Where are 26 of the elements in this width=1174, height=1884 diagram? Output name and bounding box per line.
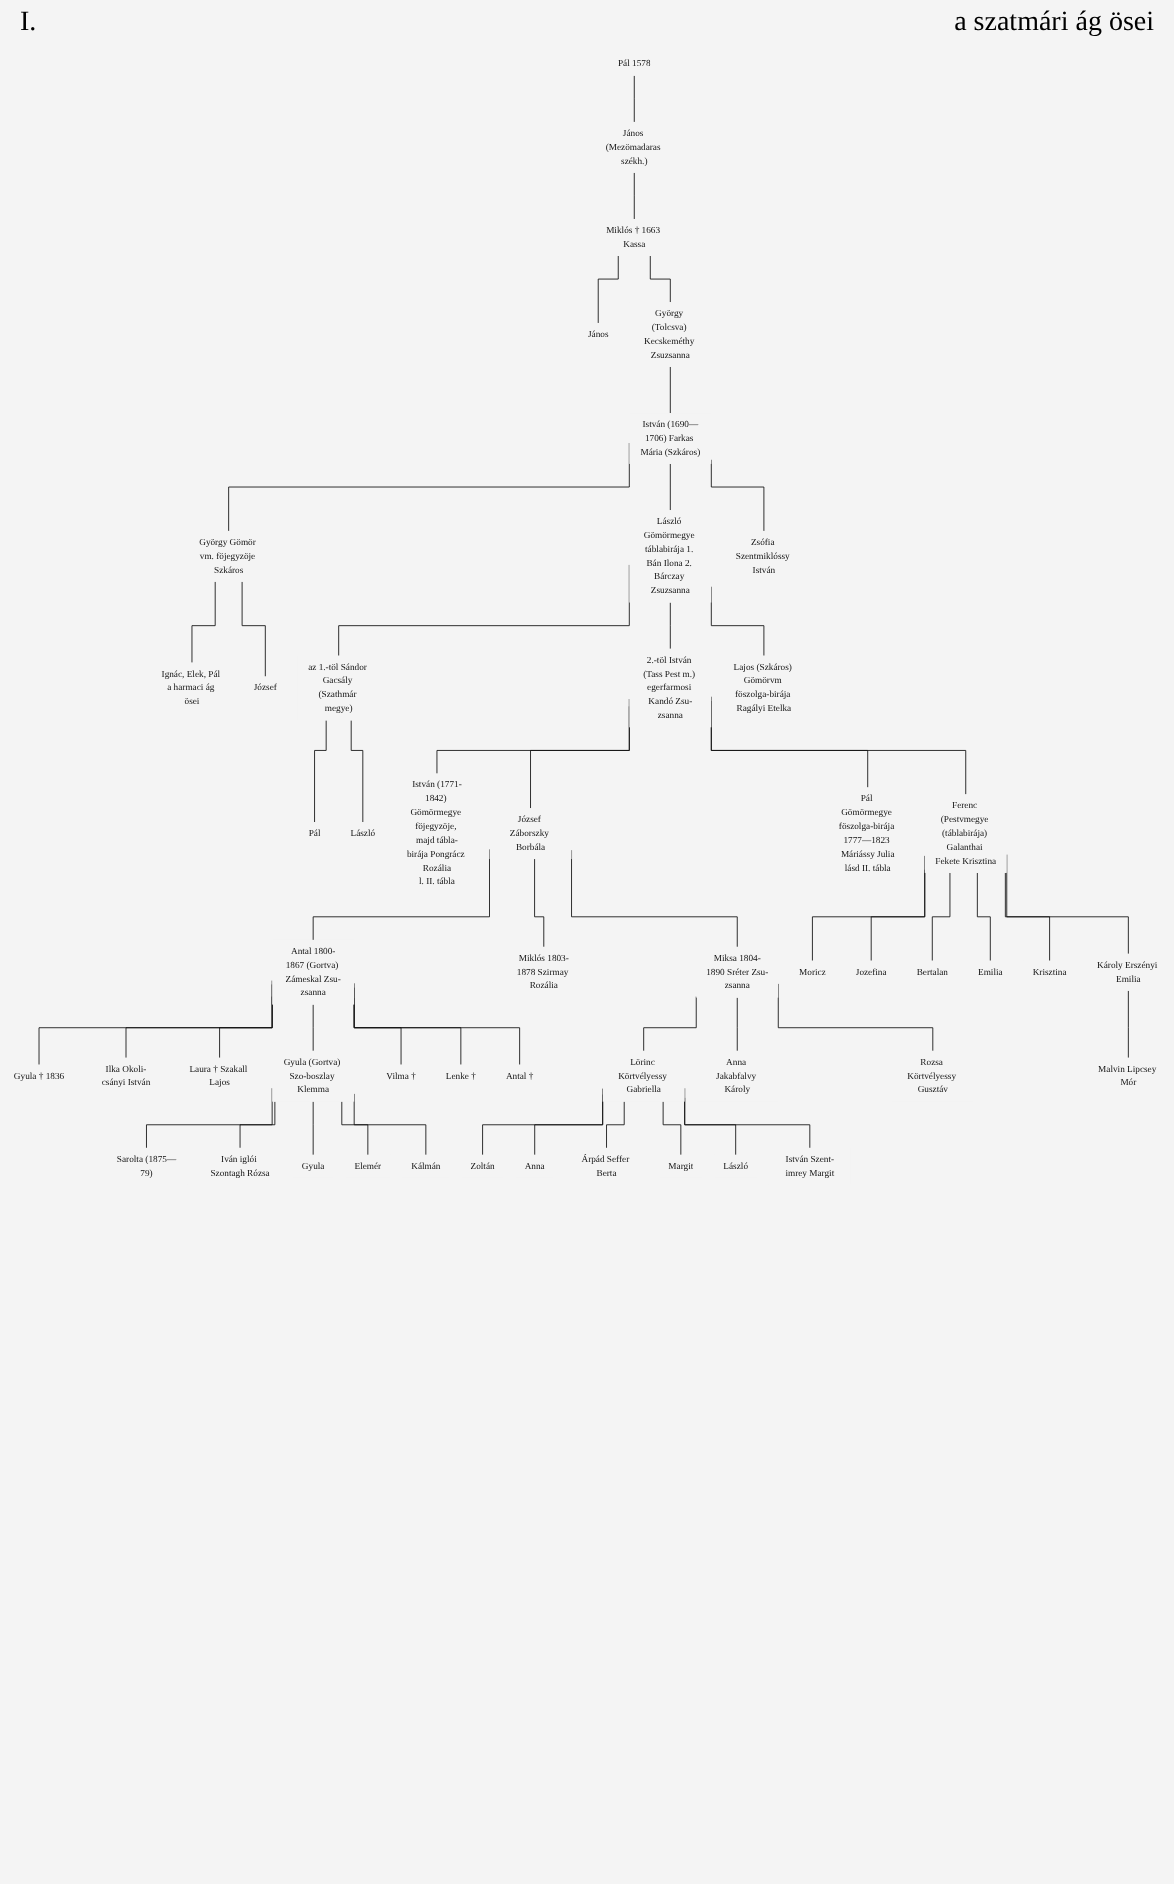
connector: [662, 1101, 682, 1156]
connector: [597, 255, 619, 324]
connector: [669, 463, 671, 511]
connector: [239, 1101, 276, 1149]
note-text: I.: [20, 8, 37, 40]
connector: [350, 719, 364, 823]
connector: [931, 872, 951, 962]
connector: [976, 872, 991, 962]
connector: [606, 1101, 625, 1149]
connector: [633, 75, 635, 123]
connector: [870, 869, 926, 962]
connector: [736, 997, 738, 1052]
connector: [341, 1101, 369, 1156]
connector: [191, 581, 216, 664]
connector: [1127, 990, 1129, 1059]
connector: [669, 366, 671, 414]
connector: [633, 172, 635, 220]
connector: [710, 459, 765, 532]
note-text: a szatmári ág ösei: [954, 8, 1154, 40]
connector: [643, 996, 697, 1052]
connector: [314, 719, 327, 823]
connector: [649, 255, 671, 303]
connector: [669, 602, 671, 650]
connector: [534, 858, 545, 948]
connector: [241, 581, 266, 677]
connector: [1004, 872, 1051, 962]
